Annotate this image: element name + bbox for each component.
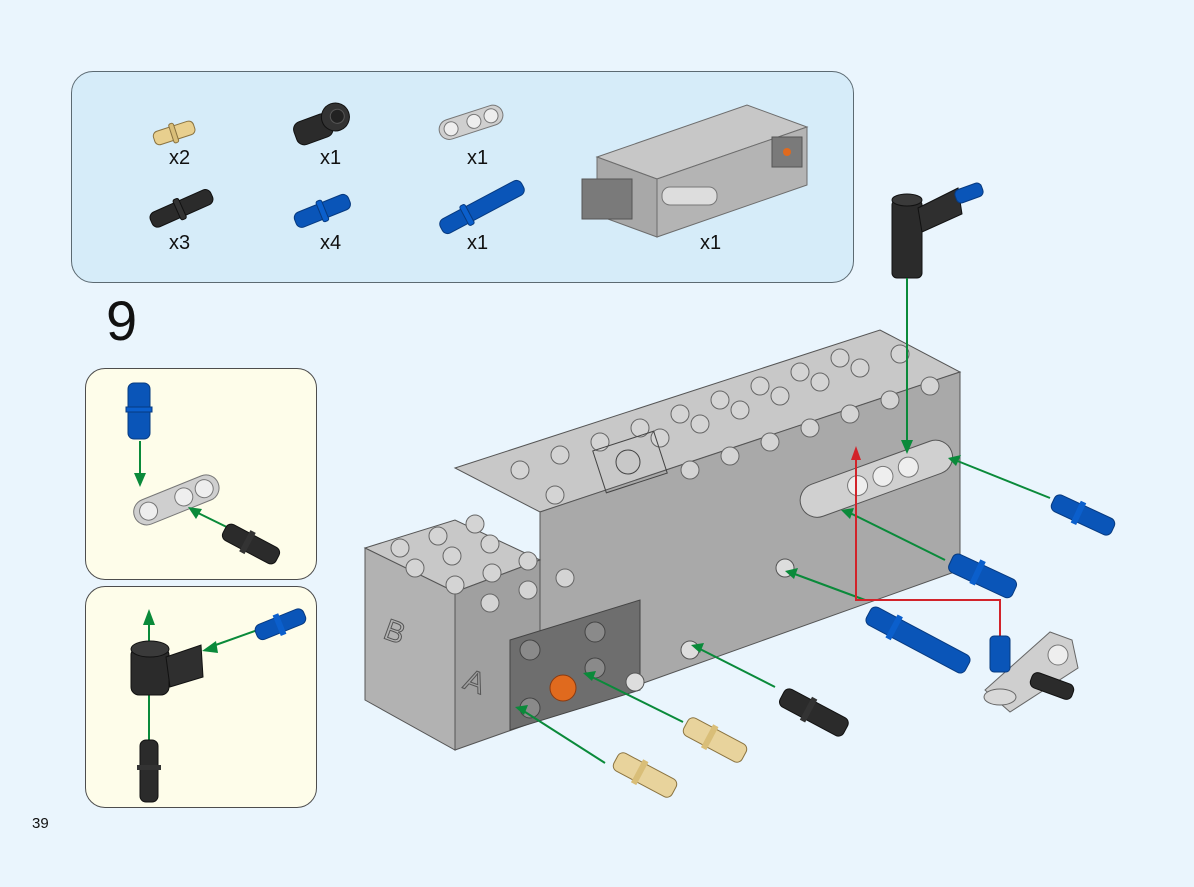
black-friction-pin-icon <box>137 739 161 803</box>
sub-step-2-diagram <box>130 608 307 803</box>
black-friction-pin-icon <box>779 688 849 737</box>
part-qty: x1 <box>467 232 489 254</box>
gray-liftarm-icon <box>799 439 954 518</box>
part-qty: x4 <box>320 232 342 254</box>
motor-hub-body: B A <box>363 329 962 751</box>
tan-friction-pin-icon <box>152 120 196 146</box>
black-angle-connector-icon <box>293 102 350 146</box>
assembly-arrows <box>521 278 1051 764</box>
black-angle-connector-icon <box>891 182 984 279</box>
part-qty: x3 <box>169 232 191 254</box>
step-number: 9 <box>106 289 138 352</box>
tan-friction-pin-icon <box>612 752 678 798</box>
part-qty: x1 <box>700 232 722 254</box>
blue-axle-pin-icon <box>954 182 984 204</box>
blue-axle-pin-icon <box>948 553 1018 599</box>
motor-hub-subassembly-icon <box>581 104 809 238</box>
sub-step-box-1 <box>85 368 317 580</box>
blue-axle-pin-icon <box>254 608 307 641</box>
black-friction-pin-icon <box>149 189 214 228</box>
gray-pin-connector-perpendicular-icon <box>983 631 1079 713</box>
black-friction-pin-icon <box>221 523 281 565</box>
part-qty: x2 <box>169 147 191 169</box>
black-angle-connector-icon <box>130 640 204 696</box>
gray-pin-connector-perpendicular-icon <box>438 104 504 140</box>
gray-pin-connector-perpendicular-icon <box>133 474 220 526</box>
blue-axle-pin-icon <box>293 193 351 228</box>
blue-long-pin-icon <box>865 606 971 674</box>
parts-list-box: x2 x1 x1 x3 x4 x1 x1 <box>71 71 854 283</box>
blue-long-pin-icon <box>439 179 525 235</box>
page-number: 39 <box>32 815 49 832</box>
tan-friction-pin-icon <box>682 717 748 763</box>
part-qty: x1 <box>320 147 342 169</box>
red-guide-arrow <box>855 455 1001 640</box>
sub-step-box-2 <box>85 586 317 808</box>
blue-axle-pin-icon <box>1050 494 1116 536</box>
sub-step-1-diagram <box>125 382 281 565</box>
part-qty: x1 <box>467 147 489 169</box>
orange-axle-hole-icon <box>549 674 577 702</box>
